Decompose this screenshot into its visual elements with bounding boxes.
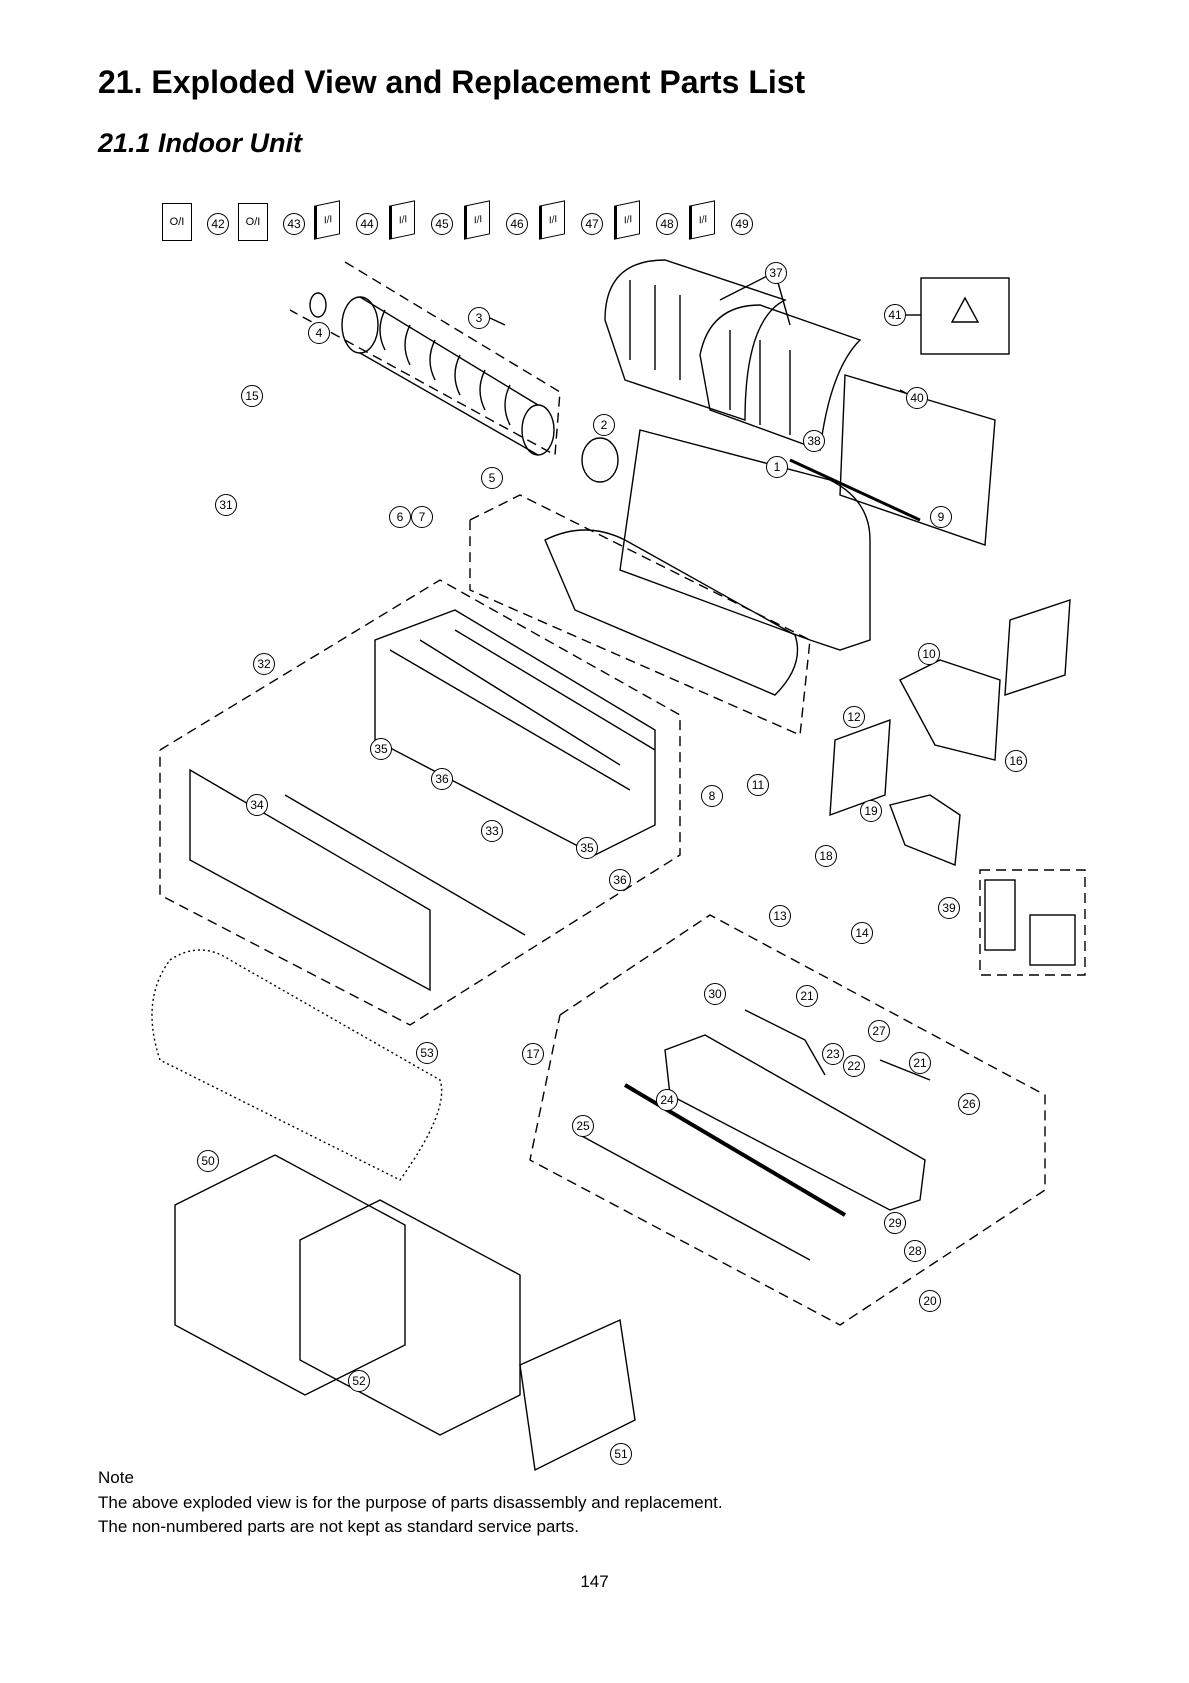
operating-instructions-icon: O/I bbox=[238, 203, 268, 241]
callout-18: 18 bbox=[815, 845, 837, 867]
callout-17: 17 bbox=[522, 1043, 544, 1065]
callout-21: 21 bbox=[796, 985, 818, 1007]
callout-30: 30 bbox=[704, 983, 726, 1005]
callout-16: 16 bbox=[1005, 750, 1027, 772]
callout-25: 25 bbox=[572, 1115, 594, 1137]
callout-1: 1 bbox=[766, 456, 788, 478]
note-line: The non-numbered parts are not kept as s… bbox=[98, 1517, 579, 1536]
carton-drawing bbox=[299, 1199, 521, 1436]
callout-50: 50 bbox=[197, 1150, 219, 1172]
callout-41: 41 bbox=[884, 304, 906, 326]
callout-27: 27 bbox=[868, 1020, 890, 1042]
installation-instructions-icon: I/I bbox=[689, 200, 715, 240]
installation-instructions-icon: I/I bbox=[314, 200, 340, 240]
callout-37: 37 bbox=[765, 262, 787, 284]
callout-34: 34 bbox=[246, 794, 268, 816]
remote-control-box bbox=[979, 869, 1086, 976]
callout-26: 26 bbox=[958, 1093, 980, 1115]
callout-52: 52 bbox=[348, 1370, 370, 1392]
callout-19: 19 bbox=[860, 800, 882, 822]
callout-6: 6 bbox=[389, 506, 411, 528]
callout-24: 24 bbox=[656, 1089, 678, 1111]
callout-39: 39 bbox=[938, 897, 960, 919]
callout-32: 32 bbox=[253, 653, 275, 675]
callout-51: 51 bbox=[610, 1443, 632, 1465]
callout-21: 21 bbox=[909, 1052, 931, 1074]
note-label: Note bbox=[98, 1468, 134, 1487]
callout-53: 53 bbox=[416, 1042, 438, 1064]
installation-instructions-icon: I/I bbox=[389, 200, 415, 240]
callout-13: 13 bbox=[769, 905, 791, 927]
chassis-drawing bbox=[619, 429, 871, 651]
callout-49: 49 bbox=[731, 213, 753, 235]
section-subtitle: 21.1 Indoor Unit bbox=[98, 128, 303, 158]
callout-40: 40 bbox=[906, 387, 928, 409]
fan-motor-drawing bbox=[581, 437, 619, 483]
installation-plate-drawing bbox=[839, 374, 996, 546]
front-panel-drawing bbox=[189, 768, 431, 992]
installation-instructions-icon: I/I bbox=[464, 200, 490, 240]
callout-8: 8 bbox=[701, 785, 723, 807]
callout-44: 44 bbox=[356, 213, 378, 235]
callout-3: 3 bbox=[468, 307, 490, 329]
caution-label-drawing bbox=[920, 277, 1010, 355]
callout-4: 4 bbox=[308, 322, 330, 344]
callout-7: 7 bbox=[411, 506, 433, 528]
installation-instructions-icon: I/I bbox=[614, 200, 640, 240]
callout-14: 14 bbox=[851, 922, 873, 944]
callout-46: 46 bbox=[506, 213, 528, 235]
protection-sheet-drawing bbox=[151, 949, 443, 1181]
callout-10: 10 bbox=[918, 643, 940, 665]
callout-35: 35 bbox=[576, 837, 598, 859]
callout-43: 43 bbox=[283, 213, 305, 235]
callout-31: 31 bbox=[215, 494, 237, 516]
operating-instructions-icon: O/I bbox=[162, 203, 192, 241]
note-line: The above exploded view is for the purpo… bbox=[98, 1493, 723, 1512]
air-filter-drawing bbox=[604, 259, 862, 451]
callout-20: 20 bbox=[919, 1290, 941, 1312]
callout-36: 36 bbox=[431, 768, 453, 790]
callout-22: 22 bbox=[843, 1055, 865, 1077]
callout-15: 15 bbox=[241, 385, 263, 407]
page-title: 21. Exploded View and Replacement Parts … bbox=[98, 64, 806, 100]
callout-38: 38 bbox=[803, 430, 825, 452]
callout-12: 12 bbox=[843, 706, 865, 728]
callout-35: 35 bbox=[370, 738, 392, 760]
callout-42: 42 bbox=[207, 213, 229, 235]
callout-9: 9 bbox=[930, 506, 952, 528]
callout-33: 33 bbox=[481, 820, 503, 842]
callout-29: 29 bbox=[884, 1212, 906, 1234]
callout-11: 11 bbox=[747, 774, 769, 796]
callout-5: 5 bbox=[481, 467, 503, 489]
callout-48: 48 bbox=[656, 213, 678, 235]
callout-28: 28 bbox=[904, 1240, 926, 1262]
page-number: 147 bbox=[580, 1572, 609, 1591]
installation-instructions-icon: I/I bbox=[539, 200, 565, 240]
callout-36: 36 bbox=[609, 869, 631, 891]
cross-flow-fan-drawing bbox=[289, 261, 561, 457]
callout-45: 45 bbox=[431, 213, 453, 235]
callout-47: 47 bbox=[581, 213, 603, 235]
callout-2: 2 bbox=[593, 414, 615, 436]
packing-side-drawing bbox=[519, 1318, 636, 1472]
packing-drawing bbox=[174, 1154, 406, 1396]
callout-23: 23 bbox=[822, 1043, 844, 1065]
